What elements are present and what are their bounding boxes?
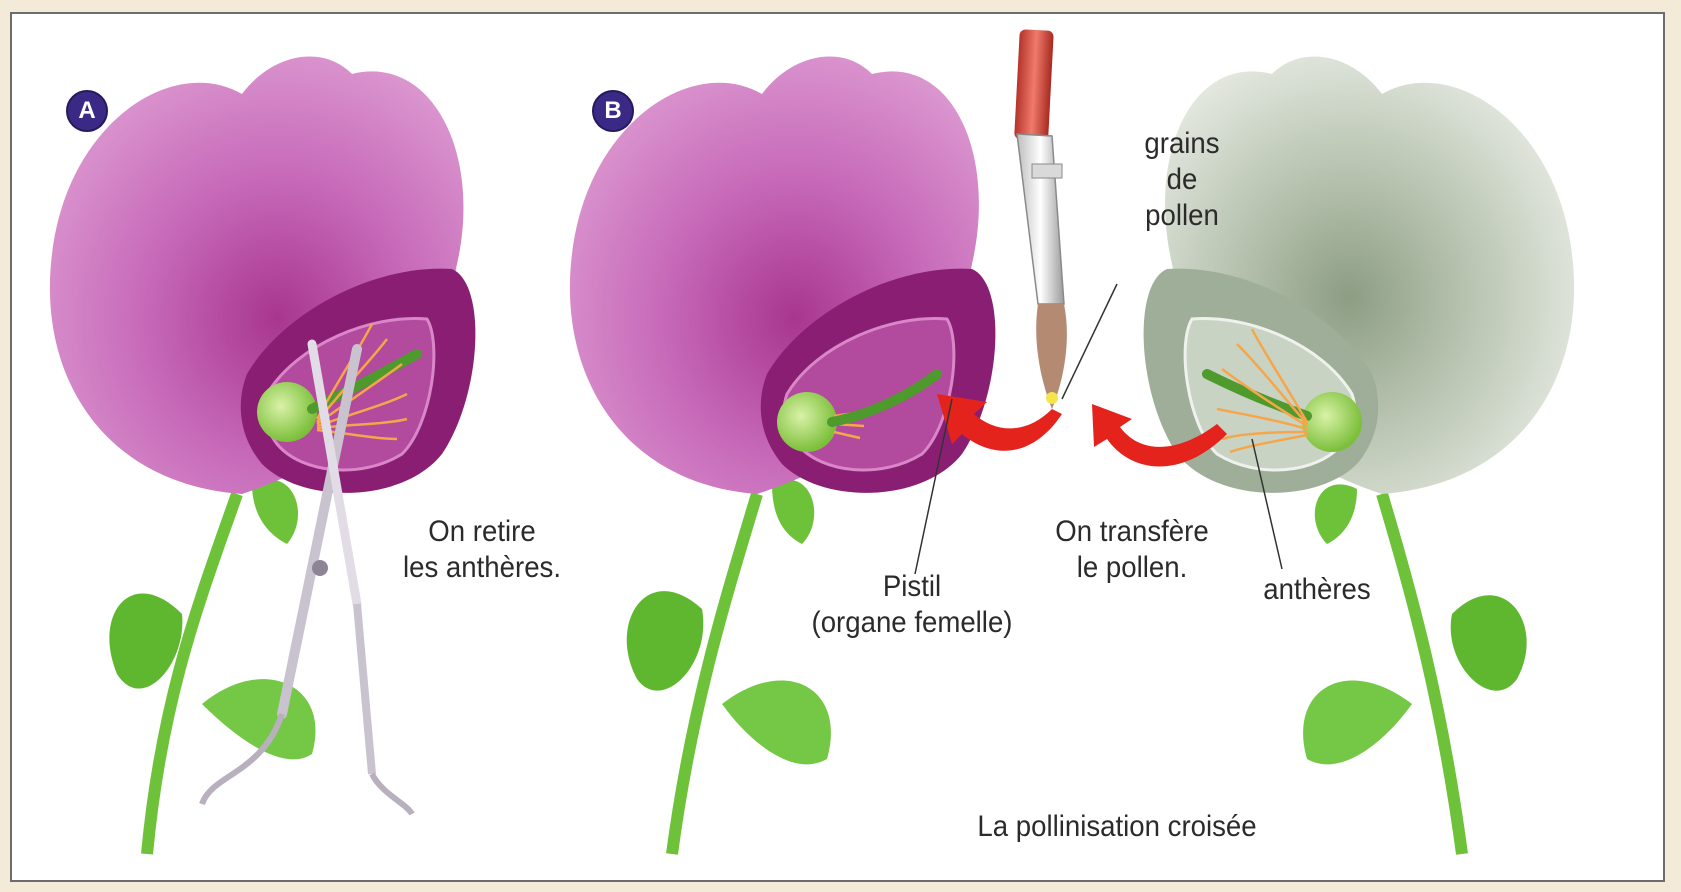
label-pistil: Pistil (organe femelle) xyxy=(792,569,1031,641)
cross-pollination-figure: A B On retire les anthères. Pistil (orga… xyxy=(10,12,1665,882)
label-anthers: anthères xyxy=(1234,572,1400,608)
badge-b: B xyxy=(592,90,634,132)
label-pollen-grains-line2: de xyxy=(1118,162,1247,198)
leaf-a-1 xyxy=(109,594,182,689)
figure-caption: La pollinisation croisée xyxy=(933,809,1301,845)
label-transfer: On transfère le pollen. xyxy=(1031,514,1233,586)
leaf-c-1 xyxy=(1451,595,1527,690)
illustration xyxy=(12,14,1665,882)
label-remove-anthers-line1: On retire xyxy=(390,514,574,550)
label-remove-anthers-line2: les anthères. xyxy=(390,550,574,586)
label-pistil-line1: Pistil xyxy=(792,569,1031,605)
stem-c xyxy=(1382,494,1462,854)
label-pollen-grains-line1: grains xyxy=(1118,126,1247,162)
leaf-b-1 xyxy=(627,591,704,691)
label-transfer-line1: On transfère xyxy=(1031,514,1233,550)
label-pistil-line2: (organe femelle) xyxy=(792,605,1031,641)
paintbrush-icon xyxy=(1014,29,1067,409)
label-pollen-grains-line3: pollen xyxy=(1118,198,1247,234)
flower-b xyxy=(570,57,996,854)
ovary-c xyxy=(1302,392,1362,452)
label-remove-anthers: On retire les anthères. xyxy=(390,514,574,586)
pollen-leader xyxy=(1062,284,1117,399)
label-transfer-line2: le pollen. xyxy=(1031,550,1233,586)
badge-a: A xyxy=(66,90,108,132)
leaf-b-3 xyxy=(772,480,814,544)
leaf-a-2 xyxy=(202,679,315,759)
leaf-c-2 xyxy=(1303,680,1412,764)
flower-a xyxy=(50,57,476,854)
leaf-b-2 xyxy=(722,680,831,764)
leaf-c-3 xyxy=(1315,484,1357,544)
label-pollen-grains: grains de pollen xyxy=(1118,126,1247,234)
leaf-a-3 xyxy=(252,479,298,544)
